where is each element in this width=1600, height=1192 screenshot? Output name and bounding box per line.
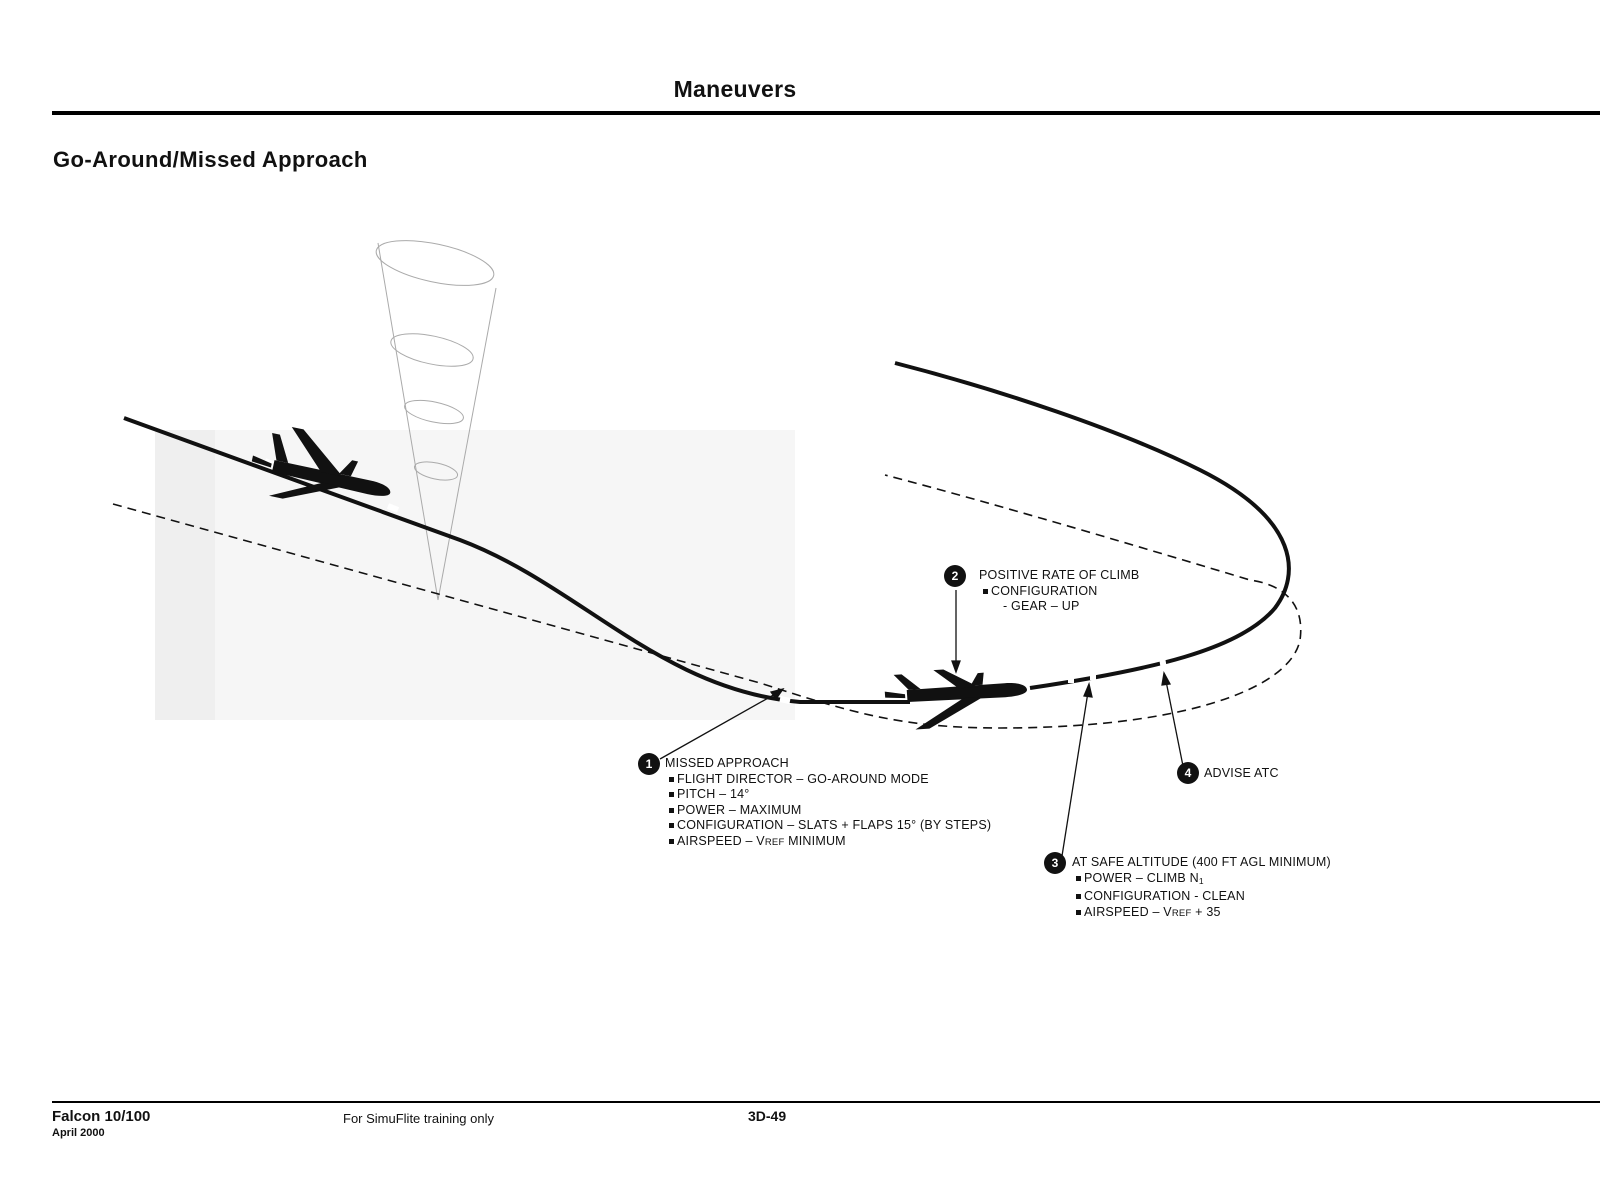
climb-path	[894, 361, 1291, 690]
callout-1-item: PITCH – 14°	[665, 787, 991, 803]
callout-3-airspeed: AIRSPEED – VREF + 35	[1072, 905, 1331, 922]
aircraft-approach-icon	[251, 426, 391, 499]
callout-positive-climb: POSITIVE RATE OF CLIMB CONFIGURATION - G…	[979, 568, 1139, 615]
callout-2-item: CONFIGURATION	[979, 584, 1139, 600]
section-title: Go-Around/Missed Approach	[53, 147, 368, 172]
airspeed-subscript: REF	[764, 836, 785, 848]
airspeed-suffix: MINIMUM	[784, 833, 846, 848]
airspeed-prefix: AIRSPEED – V	[677, 833, 765, 848]
callout-2-title: POSITIVE RATE OF CLIMB	[979, 568, 1140, 582]
step-badge-4: 4	[1177, 762, 1199, 784]
leader-lines	[659, 590, 1184, 857]
callout-3-power: POWER – CLIMB N1	[1072, 871, 1331, 890]
header-rule	[52, 111, 1600, 115]
power-prefix: POWER – CLIMB N	[1084, 870, 1199, 885]
callout-missed-approach: MISSED APPROACH FLIGHT DIRECTOR – GO-ARO…	[665, 756, 991, 850]
callout-1-airspeed: AIRSPEED – VREF MINIMUM	[665, 834, 991, 851]
callout-4-title: ADVISE ATC	[1204, 766, 1279, 780]
airspeed-prefix: AIRSPEED – V	[1084, 904, 1172, 919]
step-badge-3: 3	[1044, 852, 1066, 874]
footer-aircraft-model: Falcon 10/100	[52, 1108, 151, 1125]
callout-1-item: POWER – MAXIMUM	[665, 803, 991, 819]
airspeed-suffix: + 35	[1191, 904, 1221, 919]
aircraft-climb-icon	[884, 669, 1027, 730]
step-badge-2: 2	[944, 565, 966, 587]
page-header-title: Maneuvers	[673, 76, 797, 102]
footer-rule	[52, 1101, 1600, 1103]
callout-1-item: FLIGHT DIRECTOR – GO-AROUND MODE	[665, 772, 991, 788]
airspeed-subscript: REF	[1171, 907, 1192, 919]
callout-1-title: MISSED APPROACH	[665, 756, 789, 770]
callout-advise-atc: ADVISE ATC	[1204, 766, 1279, 782]
callout-3-title: AT SAFE ALTITUDE (400 FT AGL MINIMUM)	[1072, 855, 1331, 869]
callout-1-item: CONFIGURATION – SLATS + FLAPS 15° (BY ST…	[665, 818, 991, 834]
power-subscript: 1	[1198, 875, 1204, 886]
step-badge-1: 1	[638, 753, 660, 775]
callout-2-subitem: - GEAR – UP	[1003, 599, 1080, 613]
footer-date: April 2000	[52, 1127, 105, 1139]
climb-path-gaps	[1068, 660, 1167, 683]
footer-page-number: 3D-49	[748, 1108, 787, 1124]
callout-safe-altitude: AT SAFE ALTITUDE (400 FT AGL MINIMUM) PO…	[1072, 855, 1331, 921]
flight-path	[123, 416, 910, 704]
callout-3-item: CONFIGURATION - CLEAN	[1072, 889, 1331, 905]
footer-training-note: For SimuFlite training only	[343, 1111, 494, 1126]
ground-track-dashed	[112, 474, 1302, 729]
approach-cone	[375, 240, 497, 601]
